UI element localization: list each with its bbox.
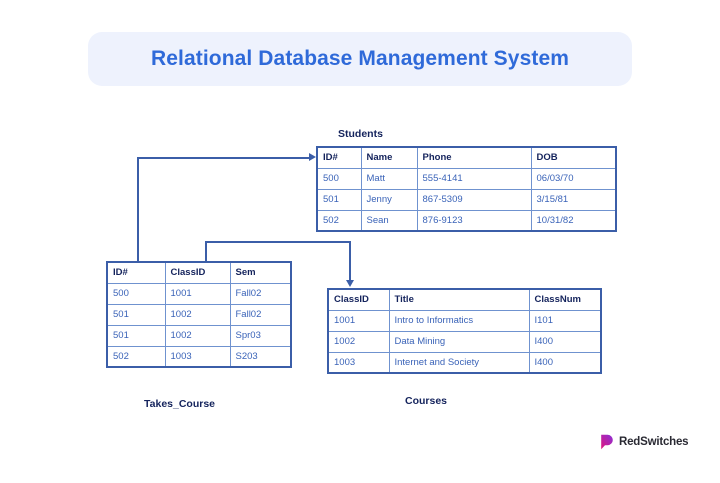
relationship-line-classid-horizontal	[205, 241, 351, 243]
cell-classid: 1002	[327, 330, 390, 353]
table-students: ID# Name Phone DOB 500 Matt 555-4141 06/…	[316, 146, 617, 232]
table-caption-courses: Courses	[405, 395, 448, 407]
relationship-arrowhead-to-students-id	[309, 153, 316, 161]
cell-name: Matt	[360, 167, 418, 190]
cell-phone: 555-4141	[416, 167, 532, 190]
cell-dob: 06/03/70	[530, 167, 617, 190]
table-row: 501 Jenny 867-5309 3/15/81	[316, 188, 617, 211]
cell-id: 501	[106, 324, 166, 347]
column-header-classid: ClassID	[164, 261, 231, 284]
column-header-classnum: ClassNum	[528, 288, 602, 311]
column-header-classid: ClassID	[327, 288, 390, 311]
table-row: 1002 Data Mining I400	[327, 330, 602, 353]
cell-classid: 1001	[164, 282, 231, 305]
cell-id: 500	[106, 282, 166, 305]
cell-classid: 1001	[327, 309, 390, 332]
cell-classnum: I400	[528, 330, 602, 353]
cell-sem: Fall02	[229, 303, 292, 326]
page-title: Relational Database Management System	[150, 47, 569, 70]
table-row: 502 Sean 876-9123 10/31/82	[316, 209, 617, 232]
table-row: 501 1002 Fall02	[106, 303, 292, 326]
table-row: 500 1001 Fall02	[106, 282, 292, 305]
table-row: 1001 Intro to Informatics I101	[327, 309, 602, 332]
table-row: 501 1002 Spr03	[106, 324, 292, 347]
cell-name: Sean	[360, 209, 418, 232]
table-takes-course: ID# ClassID Sem 500 1001 Fall02 501 1002…	[106, 261, 292, 368]
cell-id: 501	[106, 303, 166, 326]
cell-classid: 1002	[164, 324, 231, 347]
cell-classid: 1003	[164, 345, 231, 368]
cell-id: 502	[106, 345, 166, 368]
cell-classid: 1002	[164, 303, 231, 326]
table-header-row: ID# ClassID Sem	[106, 261, 292, 284]
relationship-arrowhead-to-courses-classid	[346, 280, 354, 287]
relationship-line-id-vertical	[137, 157, 139, 263]
column-header-phone: Phone	[416, 146, 532, 169]
cell-sem: S203	[229, 345, 292, 368]
table-header-row: ID# Name Phone DOB	[316, 146, 617, 169]
cell-phone: 867-5309	[416, 188, 532, 211]
redswitches-wordmark: RedSwitches	[619, 436, 689, 448]
column-header-id: ID#	[106, 261, 166, 284]
cell-title: Intro to Informatics	[388, 309, 530, 332]
cell-classid: 1003	[327, 351, 390, 374]
table-header-row: ClassID Title ClassNum	[327, 288, 602, 311]
cell-dob: 10/31/82	[530, 209, 617, 232]
table-caption-takes-course: Takes_Course	[144, 398, 216, 410]
cell-title: Data Mining	[388, 330, 530, 353]
redswitches-logo: RedSwitches	[600, 434, 689, 450]
cell-id: 501	[316, 188, 362, 211]
cell-sem: Fall02	[229, 282, 292, 305]
cell-dob: 3/15/81	[530, 188, 617, 211]
table-caption-students: Students	[338, 128, 383, 140]
cell-id: 502	[316, 209, 362, 232]
cell-name: Jenny	[360, 188, 418, 211]
cell-id: 500	[316, 167, 362, 190]
column-header-id: ID#	[316, 146, 362, 169]
title-banner	[88, 32, 632, 86]
relationship-line-classid-vertical-down	[349, 241, 351, 281]
table-row: 502 1003 S203	[106, 345, 292, 368]
column-header-name: Name	[360, 146, 418, 169]
cell-sem: Spr03	[229, 324, 292, 347]
cell-classnum: I400	[528, 351, 602, 374]
cell-title: Internet and Society	[388, 351, 530, 374]
table-row: 1003 Internet and Society I400	[327, 351, 602, 374]
relationship-line-id-horizontal	[137, 157, 310, 159]
column-header-sem: Sem	[229, 261, 292, 284]
table-row: 500 Matt 555-4141 06/03/70	[316, 167, 617, 190]
table-courses: ClassID Title ClassNum 1001 Intro to Inf…	[327, 288, 602, 374]
cell-phone: 876-9123	[416, 209, 532, 232]
column-header-title: Title	[388, 288, 530, 311]
redswitches-mark-icon	[600, 434, 615, 450]
relationship-line-classid-vertical-up	[205, 241, 207, 263]
column-header-dob: DOB	[530, 146, 617, 169]
cell-classnum: I101	[528, 309, 602, 332]
